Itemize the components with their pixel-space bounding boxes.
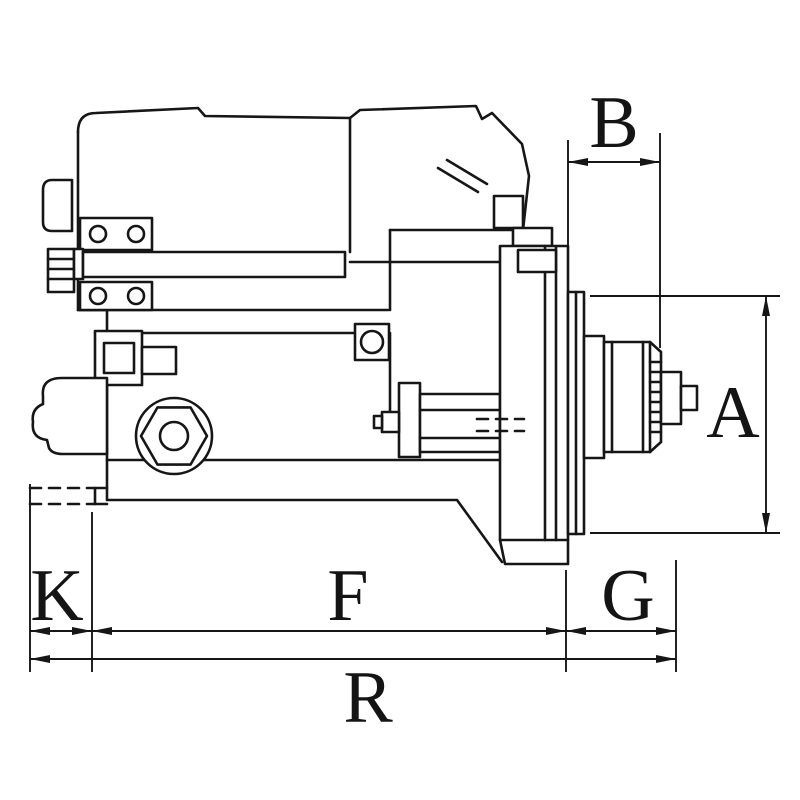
pinion-gear [582, 334, 663, 460]
dimension-lines [30, 158, 770, 663]
extension-lines [29, 133, 780, 672]
pivot-bolt [353, 322, 391, 362]
solenoid [348, 104, 531, 232]
dimension-label-b: B [589, 82, 638, 164]
mid-bracket [93, 329, 178, 387]
dimension-label-k: K [30, 555, 83, 637]
dimension-label-r: R [343, 657, 393, 739]
lower-left-bracket [31, 376, 109, 456]
dimension-label-f: F [327, 555, 368, 637]
through-bolt [72, 247, 347, 281]
hex-plug [134, 396, 214, 476]
hidden-lines [28, 417, 526, 506]
mounting-flange [498, 226, 586, 566]
armature-shaft [659, 370, 699, 426]
dimension-label-a: A [706, 372, 759, 454]
terminal-blocks [78, 216, 154, 312]
dimension-label-g: G [601, 555, 654, 637]
drive-lever [372, 381, 502, 459]
left-end-details [41, 178, 76, 294]
dimension-labels: B A K F G R [30, 82, 759, 739]
